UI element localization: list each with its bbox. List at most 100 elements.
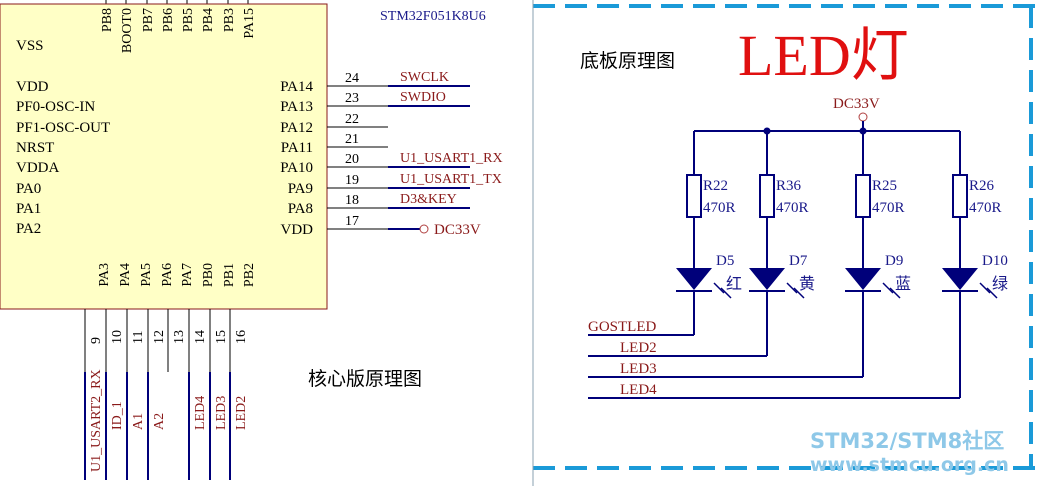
pin-name: PA4 xyxy=(118,263,133,287)
base-board-caption: 底板原理图 xyxy=(580,50,675,72)
pin-number: 21 xyxy=(345,132,359,147)
left-pin-label: VDD xyxy=(16,79,49,95)
resistor-value: 470R xyxy=(703,200,736,216)
pin-number: 11 xyxy=(131,331,146,344)
right-pin-pa9: PA9 19 U1_USART1_TX xyxy=(288,172,502,197)
top-pin-label: PB6 xyxy=(161,8,176,32)
top-pin-label: PB3 xyxy=(222,8,237,32)
led-ref: D10 xyxy=(982,253,1008,269)
top-pin-stubs xyxy=(105,0,249,4)
led-color-label: 黄 xyxy=(799,274,815,293)
net-label: A1 xyxy=(131,413,146,430)
bottom-pins: PA39U1_USART2_RXPA410ID_1PA511A1PA612A2P… xyxy=(84,263,257,480)
pin-number: 16 xyxy=(234,330,249,344)
resistor-value: 470R xyxy=(969,200,1002,216)
base-board-schematic: 底板原理图 LED灯 DC33V R22470RD5红GOSTLEDR36470… xyxy=(532,0,1035,486)
resistor-symbol xyxy=(759,174,775,218)
net-label: LED3 xyxy=(214,396,229,430)
resistor-symbol xyxy=(686,174,702,218)
resistor-value: 470R xyxy=(776,200,809,216)
core-board-caption: 核心版原理图 xyxy=(308,368,422,390)
pin-name: PA11 xyxy=(281,140,313,156)
pin-name: PA12 xyxy=(280,120,313,136)
left-pin-label: PF1-OSC-OUT xyxy=(16,120,110,136)
pin-number: 24 xyxy=(345,71,359,86)
pin-number: 19 xyxy=(345,173,359,188)
pin-number: 14 xyxy=(193,330,208,344)
pin-name: PB0 xyxy=(201,263,216,287)
pin-number: 22 xyxy=(345,112,359,127)
resistor-ref: R36 xyxy=(776,178,802,194)
resistor-value: 470R xyxy=(872,200,905,216)
led-channels: R22470RD5红GOSTLEDR36470RD7黄LED2R25470RD9… xyxy=(588,131,1008,399)
right-pin-pa11: PA11 21 xyxy=(281,132,388,156)
resistor-ref: R26 xyxy=(969,178,995,194)
led-ref: D7 xyxy=(789,253,808,269)
pin-name: PA7 xyxy=(180,263,195,287)
bus-net-label: LED2 xyxy=(620,340,657,356)
led-ref: D9 xyxy=(885,253,903,269)
watermark-line1: STM32/STM8社区 xyxy=(810,429,1004,453)
pin-number: 15 xyxy=(214,330,229,344)
resistor-symbol xyxy=(855,174,871,218)
chip-name-label: STM32F051K8U6 xyxy=(380,9,486,24)
pin-number: 17 xyxy=(345,214,359,229)
top-pin-label: PA15 xyxy=(242,8,257,39)
pin-number: 20 xyxy=(345,152,359,167)
pin-name: PB2 xyxy=(242,263,257,287)
led-diode-symbol xyxy=(749,268,785,290)
led-ref: D5 xyxy=(716,253,734,269)
pin-number: 10 xyxy=(110,330,125,344)
net-label: SWDIO xyxy=(400,90,446,105)
pin-name: VDD xyxy=(281,222,314,238)
left-pin-label: VSS xyxy=(16,38,44,54)
led-diode-symbol xyxy=(845,268,881,290)
left-pin-label: PA0 xyxy=(16,181,41,197)
top-pin-label: PB4 xyxy=(201,8,216,32)
resistor-symbol xyxy=(952,174,968,218)
pin-number: 18 xyxy=(345,193,359,208)
left-pin-label: PF0-OSC-IN xyxy=(16,99,95,115)
net-label: ID_1 xyxy=(110,401,125,430)
pin-name: PA9 xyxy=(288,181,313,197)
resistor-ref: R25 xyxy=(872,178,897,194)
pin-number: 9 xyxy=(89,337,104,344)
pin-name: PA14 xyxy=(280,79,313,95)
bus-net-label: LED4 xyxy=(620,382,657,398)
pin-name: PA13 xyxy=(280,99,313,115)
bus-net-label: GOSTLED xyxy=(588,319,656,335)
net-label: D3&KEY xyxy=(400,192,457,207)
pin-name: PA10 xyxy=(280,160,313,176)
net-label: U1_USART1_TX xyxy=(400,172,502,187)
net-label: A2 xyxy=(152,413,167,430)
pin-name: PA3 xyxy=(97,263,112,287)
net-label: SWCLK xyxy=(400,70,449,85)
left-pin-labels: VSSVDDPF0-OSC-INPF1-OSC-OUTNRSTVDDAPA0PA… xyxy=(16,38,110,237)
pin-name: PA5 xyxy=(139,263,154,287)
pin-name: PB1 xyxy=(222,263,237,287)
left-pin-label: VDDA xyxy=(16,160,59,176)
pin-number: 23 xyxy=(345,91,359,106)
led-channel-d7: R36 470R D7 黄 LED2 xyxy=(588,131,815,357)
net-label: U1_USART1_RX xyxy=(400,151,503,166)
top-pin-label: PB7 xyxy=(141,8,156,32)
right-pin-pa14: PA14 24 SWCLK xyxy=(280,70,470,95)
led-diode-symbol xyxy=(942,268,978,290)
watermark-line2: www.stmcu.org.cn xyxy=(810,454,1009,476)
mcu-chip-body xyxy=(0,3,328,310)
watermark: STM32/STM8社区 www.stmcu.org.cn xyxy=(810,429,1009,476)
left-pin-label: NRST xyxy=(16,140,54,156)
led-color-label: 红 xyxy=(726,274,742,293)
led-color-label: 蓝 xyxy=(895,274,911,293)
